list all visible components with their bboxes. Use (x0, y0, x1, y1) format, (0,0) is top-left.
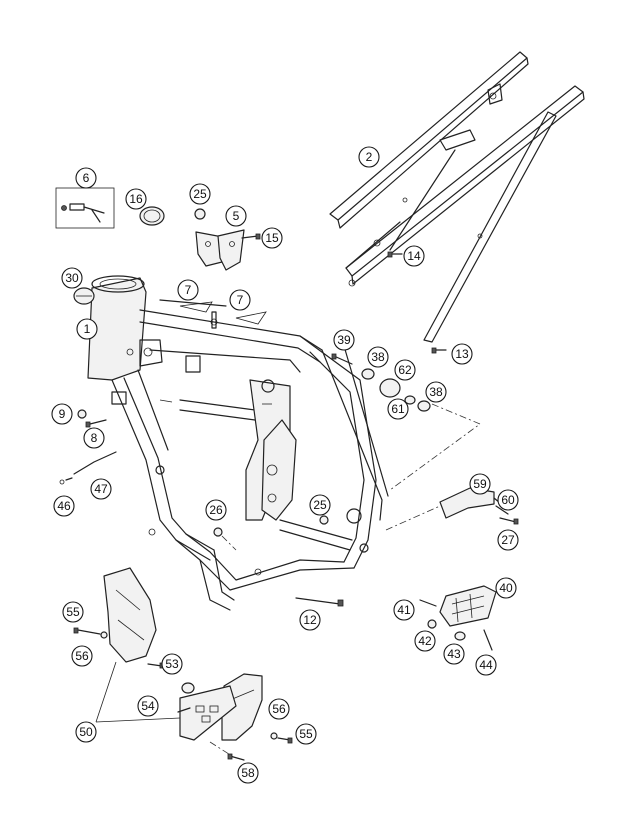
svg-text:16: 16 (129, 192, 143, 206)
callout-56a: 56 (71, 645, 93, 667)
callout-9: 9 (51, 403, 73, 425)
svg-text:26: 26 (209, 503, 223, 517)
callout-7b: 7 (229, 289, 251, 311)
svg-text:12: 12 (303, 613, 317, 627)
callout-1: 1 (76, 318, 98, 340)
callout-54: 54 (137, 695, 159, 717)
svg-text:39: 39 (337, 333, 351, 347)
callout-16: 16 (125, 188, 147, 210)
callout-46: 46 (53, 495, 75, 517)
small-parts-drawing (55, 187, 519, 761)
callout-56b: 56 (268, 698, 290, 720)
svg-text:55: 55 (299, 727, 313, 741)
svg-text:9: 9 (59, 407, 66, 421)
svg-text:2: 2 (366, 150, 373, 164)
callout-27: 27 (497, 529, 519, 551)
svg-text:6: 6 (83, 171, 90, 185)
svg-text:25: 25 (313, 498, 327, 512)
callout-12: 12 (299, 609, 321, 631)
callout-8: 8 (83, 427, 105, 449)
svg-text:50: 50 (79, 725, 93, 739)
svg-text:56: 56 (75, 649, 89, 663)
svg-text:41: 41 (397, 603, 411, 617)
callout-58: 58 (237, 762, 259, 784)
svg-text:47: 47 (94, 482, 108, 496)
callout-30: 30 (61, 267, 83, 289)
subframe-drawing (329, 51, 585, 343)
svg-text:56: 56 (272, 702, 286, 716)
svg-text:60: 60 (501, 493, 515, 507)
callout-26: 26 (205, 499, 227, 521)
callout-2: 2 (358, 146, 380, 168)
callout-13: 13 (451, 343, 473, 365)
svg-text:59: 59 (473, 477, 487, 491)
callout-41: 41 (393, 599, 415, 621)
callout-55b: 55 (295, 723, 317, 745)
svg-text:13: 13 (455, 347, 469, 361)
svg-text:61: 61 (391, 402, 405, 416)
svg-text:27: 27 (501, 533, 515, 547)
callout-43: 43 (443, 643, 465, 665)
callout-55a: 55 (62, 601, 84, 623)
svg-text:40: 40 (499, 581, 513, 595)
svg-text:46: 46 (57, 499, 71, 513)
svg-text:43: 43 (447, 647, 461, 661)
svg-text:55: 55 (66, 605, 80, 619)
svg-text:15: 15 (265, 231, 279, 245)
svg-text:44: 44 (479, 658, 493, 672)
callout-5: 5 (225, 205, 247, 227)
callout-14: 14 (403, 245, 425, 267)
callout-40: 40 (495, 577, 517, 599)
callout-53: 53 (161, 653, 183, 675)
callout-25b: 25 (309, 494, 331, 516)
svg-text:38: 38 (429, 385, 443, 399)
callout-6: 6 (75, 167, 97, 189)
svg-text:62: 62 (398, 363, 412, 377)
main-frame-drawing (87, 275, 389, 611)
svg-text:8: 8 (91, 431, 98, 445)
callout-38a: 38 (367, 346, 389, 368)
svg-text:54: 54 (141, 699, 155, 713)
svg-text:14: 14 (407, 249, 421, 263)
svg-text:25: 25 (193, 187, 207, 201)
svg-text:7: 7 (185, 283, 192, 297)
svg-text:30: 30 (65, 271, 79, 285)
svg-text:38: 38 (371, 350, 385, 364)
callout-7a: 7 (177, 279, 199, 301)
callout-44: 44 (475, 654, 497, 676)
callout-47: 47 (90, 478, 112, 500)
svg-text:7: 7 (237, 293, 244, 307)
svg-text:5: 5 (233, 209, 240, 223)
callout-38b: 38 (425, 381, 447, 403)
callout-61: 61 (387, 398, 409, 420)
svg-text:58: 58 (241, 766, 255, 780)
callout-42: 42 (414, 630, 436, 652)
callout-62: 62 (394, 359, 416, 381)
svg-text:53: 53 (165, 657, 179, 671)
callout-50: 50 (75, 721, 97, 743)
callout-59: 59 (469, 473, 491, 495)
callout-25a: 25 (189, 183, 211, 205)
callout-39: 39 (333, 329, 355, 351)
callout-60: 60 (497, 489, 519, 511)
svg-text:1: 1 (84, 322, 91, 336)
callout-15: 15 (261, 227, 283, 249)
svg-text:42: 42 (418, 634, 432, 648)
